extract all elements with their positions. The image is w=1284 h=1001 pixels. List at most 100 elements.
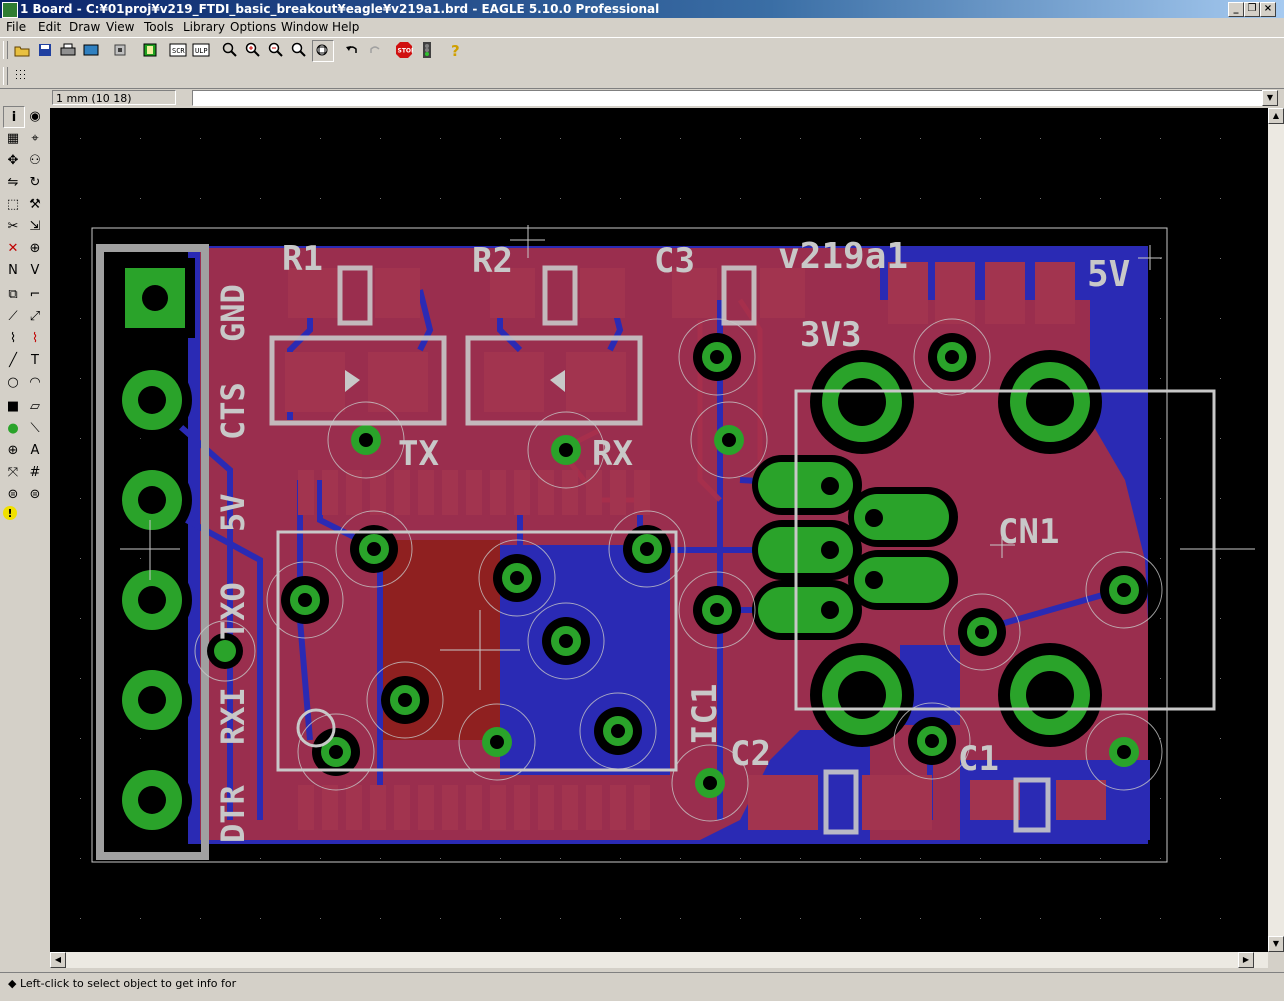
ripup-icon[interactable]: ⌇ bbox=[31, 330, 39, 346]
split-icon[interactable]: ⟋ bbox=[8, 308, 18, 324]
zoom-out-icon[interactable] bbox=[266, 40, 286, 60]
value-icon[interactable]: V bbox=[30, 262, 40, 278]
signal-icon[interactable]: ⟍ bbox=[30, 420, 40, 436]
menu-file[interactable]: File bbox=[6, 20, 27, 34]
via-icon[interactable]: ● bbox=[7, 420, 19, 436]
command-history-dropdown[interactable]: ▼ bbox=[1262, 90, 1278, 106]
menu-edit[interactable]: Edit bbox=[38, 20, 62, 34]
optimize-icon[interactable]: ⤢ bbox=[29, 308, 41, 324]
delete-icon[interactable]: ✕ bbox=[7, 240, 19, 256]
scroll-left-icon[interactable]: ◀ bbox=[50, 952, 66, 968]
vertical-scrollbar[interactable]: ▲ ▼ bbox=[1268, 108, 1284, 952]
grid-icon[interactable] bbox=[12, 66, 32, 86]
zoom-select-icon[interactable] bbox=[289, 40, 309, 60]
circle-icon[interactable]: ○ bbox=[7, 374, 19, 390]
menu-options[interactable]: Options bbox=[230, 20, 277, 34]
title-bar: 1 Board - C:¥01proj¥v219_FTDI_basic_brea… bbox=[0, 0, 1284, 18]
menu-draw[interactable]: Draw bbox=[69, 20, 101, 34]
add-icon[interactable]: ⊕ bbox=[29, 240, 41, 256]
status-bar: ◆ Left-click to select object to get inf… bbox=[0, 972, 1284, 1001]
ratsnest-icon[interactable]: ⤧ bbox=[7, 464, 19, 480]
miter-icon[interactable]: ⌐ bbox=[29, 286, 41, 302]
redraw-icon[interactable] bbox=[312, 40, 334, 62]
board-canvas[interactable]: R1 R2 C3 v219a1 5V 3V3 TX RX CN1 C2 C1 I… bbox=[50, 108, 1268, 952]
minimize-button[interactable]: _ bbox=[1228, 2, 1244, 17]
smash-icon[interactable]: ⧉ bbox=[8, 286, 18, 302]
save-icon[interactable] bbox=[35, 40, 55, 60]
horizontal-scrollbar[interactable]: ◀ ▶ bbox=[50, 952, 1268, 968]
arc-icon[interactable]: ◠ bbox=[29, 374, 41, 390]
hole-icon[interactable]: ⊕ bbox=[7, 442, 19, 458]
polygon-icon[interactable]: ▱ bbox=[30, 398, 40, 414]
status-message: ◆ Left-click to select object to get inf… bbox=[8, 977, 237, 990]
attribute-icon[interactable]: A bbox=[30, 442, 40, 458]
change-icon[interactable]: ⚒ bbox=[29, 196, 41, 212]
menu-tools[interactable]: Tools bbox=[144, 20, 174, 34]
cam-icon[interactable] bbox=[81, 40, 101, 60]
wire-icon[interactable]: ╱ bbox=[9, 352, 17, 368]
rotate-icon[interactable]: ↻ bbox=[29, 174, 41, 190]
label-tx: TX bbox=[398, 434, 439, 474]
label-c3: C3 bbox=[654, 241, 695, 281]
copy-icon[interactable]: ⚇ bbox=[29, 152, 41, 168]
zoom-in-icon[interactable] bbox=[243, 40, 263, 60]
mark-icon[interactable]: ⌖ bbox=[31, 130, 39, 146]
help-icon[interactable]: ? bbox=[446, 40, 466, 60]
menu-bar: File Edit Draw View Tools Library Option… bbox=[0, 18, 1284, 36]
menu-window[interactable]: Window bbox=[281, 20, 329, 34]
mirror-icon[interactable]: ⇋ bbox=[7, 174, 19, 190]
header-label-cts: CTS bbox=[214, 382, 252, 440]
group-icon[interactable]: ⬚ bbox=[6, 196, 20, 212]
autorouter-icon[interactable]: # bbox=[29, 464, 41, 480]
window-title: 1 Board - C:¥01proj¥v219_FTDI_basic_brea… bbox=[20, 2, 660, 16]
header-outline bbox=[96, 244, 209, 860]
scroll-down-icon[interactable]: ▼ bbox=[1268, 936, 1284, 952]
svg-text:STOP: STOP bbox=[398, 48, 414, 55]
restore-button[interactable]: ❐ bbox=[1244, 2, 1260, 17]
script-icon[interactable] bbox=[140, 40, 160, 60]
display-icon[interactable]: ▦ bbox=[6, 130, 20, 146]
menu-library[interactable]: Library bbox=[183, 20, 225, 34]
parameter-toolbar bbox=[0, 64, 1284, 89]
route-icon[interactable]: ⌇ bbox=[9, 330, 17, 346]
print-icon[interactable] bbox=[58, 40, 78, 60]
label-3v3: 3V3 bbox=[800, 315, 861, 355]
svg-text:SCR: SCR bbox=[172, 47, 185, 55]
redo-icon[interactable] bbox=[365, 40, 385, 60]
usb-signal-pads bbox=[752, 455, 958, 640]
info-icon[interactable]: i bbox=[3, 106, 25, 128]
cut-icon[interactable]: ✂ bbox=[7, 218, 19, 234]
menu-help[interactable]: Help bbox=[332, 20, 360, 34]
run-ulp-icon[interactable]: SCR bbox=[168, 40, 188, 60]
header-label-gnd: GND bbox=[214, 284, 252, 342]
move-icon[interactable]: ✥ bbox=[7, 152, 19, 168]
paste-icon[interactable]: ⇲ bbox=[29, 218, 41, 234]
menu-view[interactable]: View bbox=[106, 20, 135, 34]
text-icon[interactable]: T bbox=[31, 352, 39, 368]
toolbar-grip[interactable] bbox=[3, 41, 8, 59]
zoom-fit-icon[interactable] bbox=[220, 40, 240, 60]
drc-icon[interactable]: ⊜ bbox=[7, 486, 19, 502]
stop-icon[interactable]: STOP bbox=[394, 40, 414, 60]
scroll-right-icon[interactable]: ▶ bbox=[1238, 952, 1254, 968]
svg-text:?: ? bbox=[451, 42, 460, 58]
go-icon[interactable] bbox=[417, 40, 437, 60]
command-input[interactable] bbox=[192, 90, 1264, 106]
label-c1: C1 bbox=[958, 739, 999, 779]
board-drawing[interactable]: R1 R2 C3 v219a1 5V 3V3 TX RX CN1 C2 C1 I… bbox=[50, 108, 1268, 952]
warning-icon[interactable]: ! bbox=[3, 506, 17, 520]
name-icon[interactable]: N bbox=[8, 262, 18, 278]
close-button[interactable]: × bbox=[1260, 2, 1276, 17]
errors-icon[interactable]: ⊜ bbox=[29, 486, 41, 502]
eagle-app-icon bbox=[2, 2, 18, 18]
rect-icon[interactable]: ■ bbox=[6, 398, 20, 414]
show-icon[interactable]: ◉ bbox=[29, 108, 41, 124]
svg-text:ULP: ULP bbox=[195, 47, 208, 55]
scroll-up-icon[interactable]: ▲ bbox=[1268, 108, 1284, 124]
open-icon[interactable] bbox=[12, 40, 32, 60]
toolbar-grip[interactable] bbox=[3, 67, 8, 85]
vias bbox=[194, 318, 1163, 822]
board-icon[interactable] bbox=[110, 40, 130, 60]
undo-icon[interactable] bbox=[342, 40, 362, 60]
run-script-icon[interactable]: ULP bbox=[191, 40, 211, 60]
